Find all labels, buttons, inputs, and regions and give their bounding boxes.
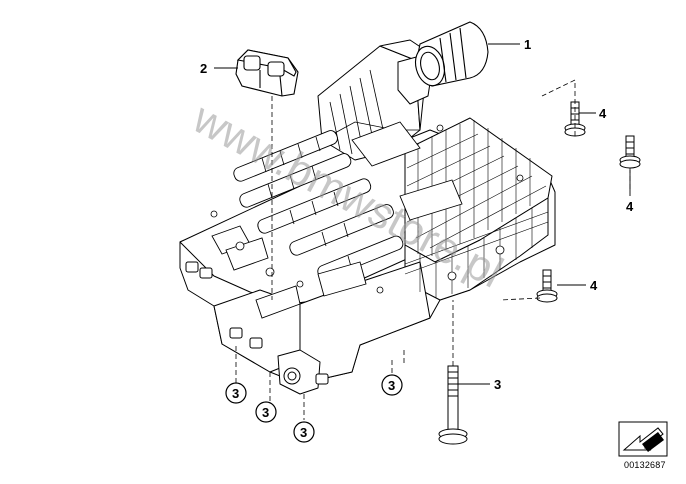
- callout-4-upper: 4: [599, 106, 607, 121]
- leader-lines: [214, 43, 631, 385]
- part-4-bolt-lower: [536, 269, 558, 303]
- spool-valves: [233, 130, 404, 280]
- svg-text:2: 2: [200, 61, 207, 76]
- callout-1: 1: [524, 37, 531, 52]
- svg-text:3: 3: [300, 425, 307, 440]
- callout-3-bolt: 3: [494, 377, 501, 392]
- svg-text:1: 1: [524, 37, 531, 52]
- grid-pattern-top: [406, 120, 547, 256]
- callout-4-right: 4: [626, 199, 634, 214]
- callout-2: 2: [200, 61, 207, 76]
- part-reference-number: 00132687: [624, 460, 666, 470]
- bores: [210, 124, 524, 294]
- svg-text:3: 3: [262, 405, 269, 420]
- retaining-plates: [211, 121, 463, 319]
- part-4-bolt-right: [619, 135, 641, 169]
- svg-text:3: 3: [494, 377, 501, 392]
- svg-text:4: 4: [626, 199, 634, 214]
- callout-3-circle-a: 3: [225, 382, 247, 404]
- callout-3-circle-d: 3: [381, 374, 403, 396]
- callout-3-circle-c: 3: [293, 421, 315, 443]
- part-2-plastic-clip: [235, 49, 299, 97]
- svg-text:3: 3: [232, 386, 239, 401]
- svg-text:3: 3: [388, 378, 395, 393]
- svg-text:4: 4: [599, 106, 607, 121]
- part-3-long-bolt: [438, 365, 468, 445]
- callout-4-lower: 4: [590, 278, 598, 293]
- part-1-connector-sleeve: [414, 21, 489, 87]
- callout-3-circle-b: 3: [255, 401, 277, 423]
- spool-valve-rings: [261, 136, 353, 271]
- dashed-reference-lines: [235, 79, 631, 420]
- svg-text:4: 4: [590, 278, 598, 293]
- direction-arrow-icon: [618, 421, 668, 457]
